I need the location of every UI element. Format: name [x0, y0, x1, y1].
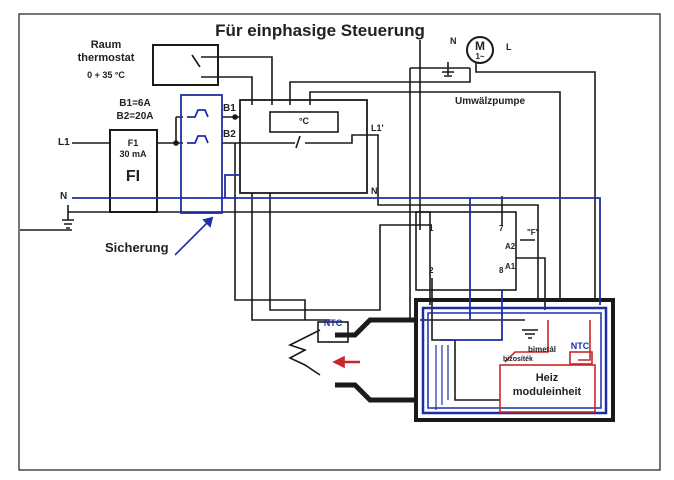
breaker-housing: [180, 94, 223, 214]
n-bus-label: N: [371, 186, 378, 196]
relay-t2: 2: [429, 266, 434, 275]
pump-motor: [466, 36, 494, 64]
b2-rating: B2=20A: [116, 111, 154, 122]
relay-t8: 8: [499, 266, 504, 275]
controller-box: [239, 99, 368, 194]
heater-label-2: moduleinheit: [512, 386, 582, 398]
l1-label: L1: [58, 137, 70, 148]
ntc-right-label: NTC: [570, 341, 590, 351]
fuse-label: Sicherung: [105, 240, 169, 255]
b1-rating: B1=6A: [119, 98, 151, 109]
relay-a2: A2: [505, 242, 516, 251]
controller-unit: °C: [298, 116, 310, 126]
thermostat-label-2: thermostat: [77, 52, 135, 64]
relay-box: [415, 211, 517, 291]
heater-module-box: [499, 364, 596, 413]
rcd-name: F1: [127, 138, 139, 148]
n-label: N: [60, 191, 68, 202]
thermostat-unit-box: [269, 111, 339, 133]
l1-prime-label: L1': [371, 123, 384, 133]
room-thermostat-box: [152, 44, 219, 86]
ntc-left-box: [317, 321, 349, 343]
heater-housing: [414, 298, 615, 422]
motor-symbol: M: [475, 39, 485, 53]
relay-t1: 1: [429, 224, 434, 233]
relay-a1: A1: [505, 262, 516, 271]
pump-label: Umwälzpumpe: [455, 96, 526, 107]
frame: [18, 13, 661, 471]
ground-symbol: [20, 210, 74, 231]
page-title: Für einphasige Steuerung: [215, 21, 425, 40]
pump-l: L: [506, 42, 512, 52]
rcd-rating: 30 mA: [119, 149, 147, 159]
heater-label-1: Heiz: [535, 372, 559, 384]
ntc-left-label: NTC: [323, 318, 343, 328]
b2-label: B2: [223, 129, 236, 140]
relay-t7: 7: [499, 224, 504, 233]
bimetal-fuse-label: bizosíték: [503, 356, 533, 363]
rcd-type: FI: [125, 168, 141, 185]
pump-n: N: [450, 36, 457, 46]
motor-phase: 1~: [475, 52, 485, 61]
thermostat-range: 0 + 35 °C: [87, 70, 125, 80]
bimetal-label: bimetál: [528, 345, 557, 354]
b1-label: B1: [223, 103, 236, 114]
relay-f: "F": [527, 228, 540, 237]
thermostat-label-1: Raum: [90, 39, 122, 51]
thermostat-wires: [191, 54, 273, 105]
